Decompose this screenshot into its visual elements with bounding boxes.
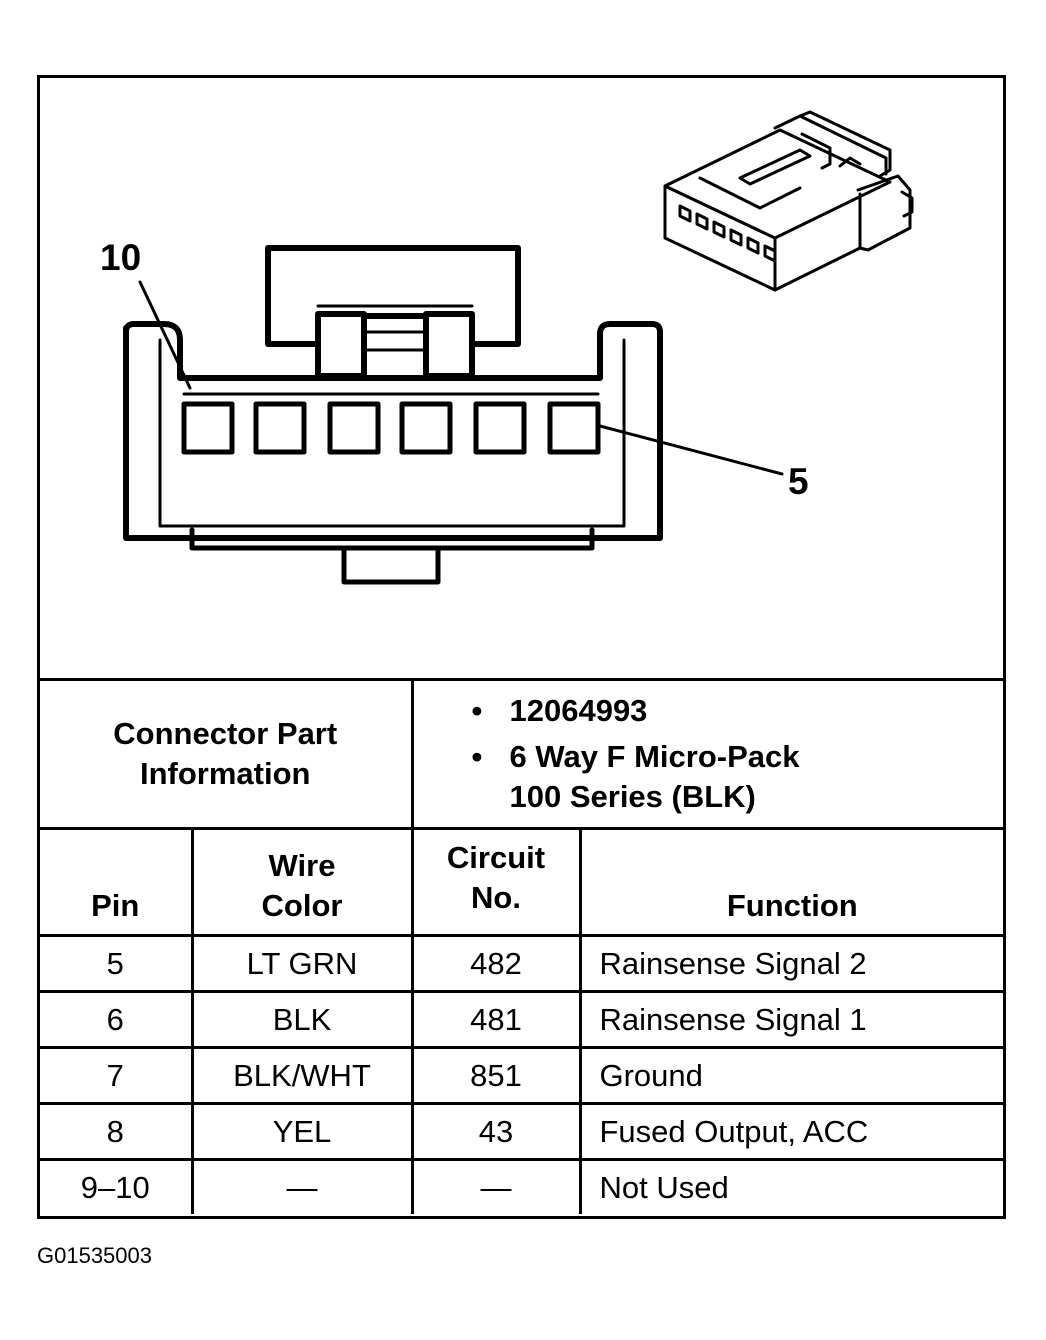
wire-color-cell: YEL [190,1102,414,1161]
wire-color-cell: — [190,1158,414,1214]
function-cell: Ground [578,1046,1004,1105]
part-number: 12064993 [472,691,1004,731]
pin-cell: 7 [40,1046,194,1105]
connector-info-values: 12064993 6 Way F Micro-Pack 100 Series (… [410,678,1004,829]
connector-drawing: 10 5 [100,110,914,585]
pin-10-callout: 10 [100,237,141,278]
pin-5-callout: 5 [788,461,809,502]
circuit-cell: 481 [410,990,582,1049]
circuit-cell: — [410,1158,582,1214]
circuit-cell: 482 [410,934,582,993]
connector-info-label: Connector Part Information [40,678,414,829]
header-function: Function [578,827,1004,936]
table-row: 8 YEL 43 Fused Output, ACC [40,1102,1004,1161]
table-header-row: Pin Wire Color Circuit No. Function [40,827,1004,936]
connector-table: Connector Part Information 12064993 6 Wa… [40,678,1004,1214]
table-row: 9–10 — — Not Used [40,1158,1004,1214]
pin-cell: 6 [40,990,194,1049]
connector-description: 6 Way F Micro-Pack 100 Series (BLK) [472,737,1004,817]
pin-cell: 8 [40,1102,194,1161]
wire-color-cell: BLK/WHT [190,1046,414,1105]
table-row: 7 BLK/WHT 851 Ground [40,1046,1004,1105]
connector-front-view [123,245,784,585]
connector-isometric-view [663,110,914,292]
connector-info-row: Connector Part Information 12064993 6 Wa… [40,678,1004,829]
wire-color-cell: LT GRN [190,934,414,993]
function-cell: Rainsense Signal 2 [578,934,1004,993]
wire-color-cell: BLK [190,990,414,1049]
figure-id: G01535003 [37,1243,152,1268]
header-circuit-no: Circuit No. [410,827,582,936]
header-wire-color: Wire Color [190,827,414,936]
pin-cell: 9–10 [40,1158,194,1214]
table-row: 6 BLK 481 Rainsense Signal 1 [40,990,1004,1049]
circuit-cell: 851 [410,1046,582,1105]
function-cell: Rainsense Signal 1 [578,990,1004,1049]
function-cell: Fused Output, ACC [578,1102,1004,1161]
circuit-cell: 43 [410,1102,582,1161]
table-row: 5 LT GRN 482 Rainsense Signal 2 [40,934,1004,993]
header-pin: Pin [40,827,194,936]
diagram-frame: 10 5 Connector Part Information 12064993… [37,75,1006,1219]
function-cell: Not Used [578,1158,1004,1214]
pin-cell: 5 [40,934,194,993]
